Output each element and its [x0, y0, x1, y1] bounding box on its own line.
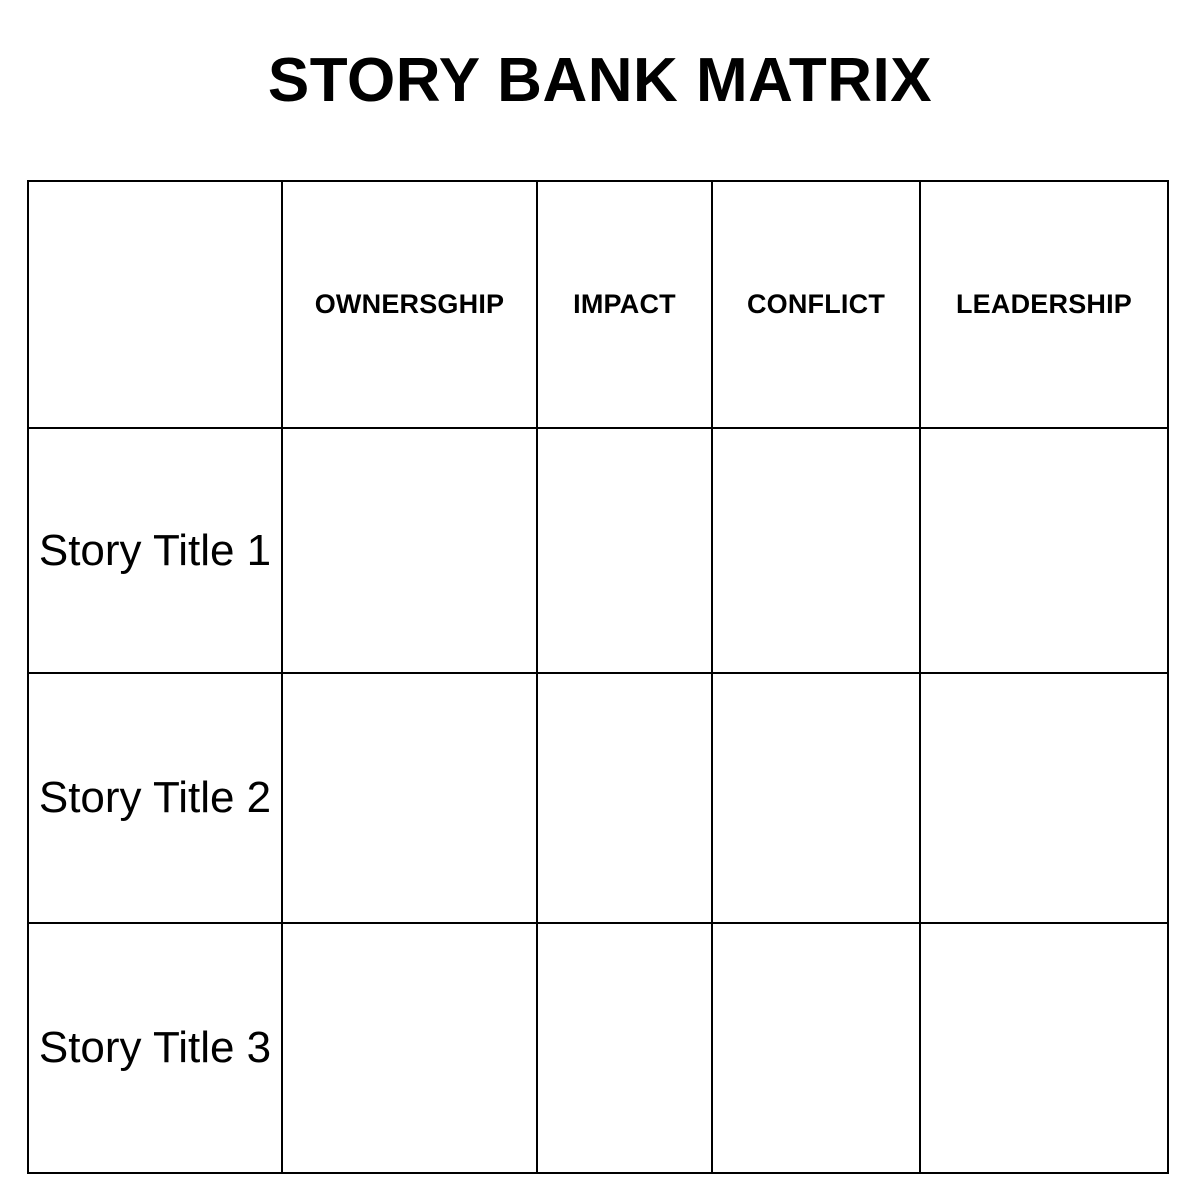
column-header-impact: IMPACT: [536, 180, 713, 429]
entry-cell-story2-conflict[interactable]: [711, 672, 921, 924]
matrix-container: OWNERSGHIP IMPACT CONFLICT LEADERSHIP St…: [27, 180, 1169, 1174]
entry-cell-story2-leadership[interactable]: [919, 672, 1169, 924]
table-row: Story Title 2: [27, 672, 1169, 924]
matrix-header-row: OWNERSGHIP IMPACT CONFLICT LEADERSHIP: [27, 180, 1169, 429]
column-header-leadership: LEADERSHIP: [919, 180, 1169, 429]
entry-cell-story3-leadership[interactable]: [919, 922, 1169, 1174]
matrix-corner-cell: [27, 180, 283, 429]
entry-cell-story1-leadership[interactable]: [919, 427, 1169, 674]
column-header-conflict: CONFLICT: [711, 180, 921, 429]
entry-cell-story2-impact[interactable]: [536, 672, 713, 924]
row-label-story-title-2: Story Title 2: [27, 672, 283, 924]
entry-cell-story3-conflict[interactable]: [711, 922, 921, 1174]
entry-cell-story1-impact[interactable]: [536, 427, 713, 674]
entry-cell-story3-ownership[interactable]: [281, 922, 538, 1174]
column-header-ownership: OWNERSGHIP: [281, 180, 538, 429]
entry-cell-story1-conflict[interactable]: [711, 427, 921, 674]
row-label-story-title-1: Story Title 1: [27, 427, 283, 674]
entry-cell-story1-ownership[interactable]: [281, 427, 538, 674]
story-bank-matrix-table: OWNERSGHIP IMPACT CONFLICT LEADERSHIP St…: [27, 180, 1169, 1174]
entry-cell-story3-impact[interactable]: [536, 922, 713, 1174]
page-title: STORY BANK MATRIX: [267, 46, 933, 115]
table-row: Story Title 3: [27, 922, 1169, 1174]
entry-cell-story2-ownership[interactable]: [281, 672, 538, 924]
table-row: Story Title 1: [27, 427, 1169, 674]
row-label-story-title-3: Story Title 3: [27, 922, 283, 1174]
